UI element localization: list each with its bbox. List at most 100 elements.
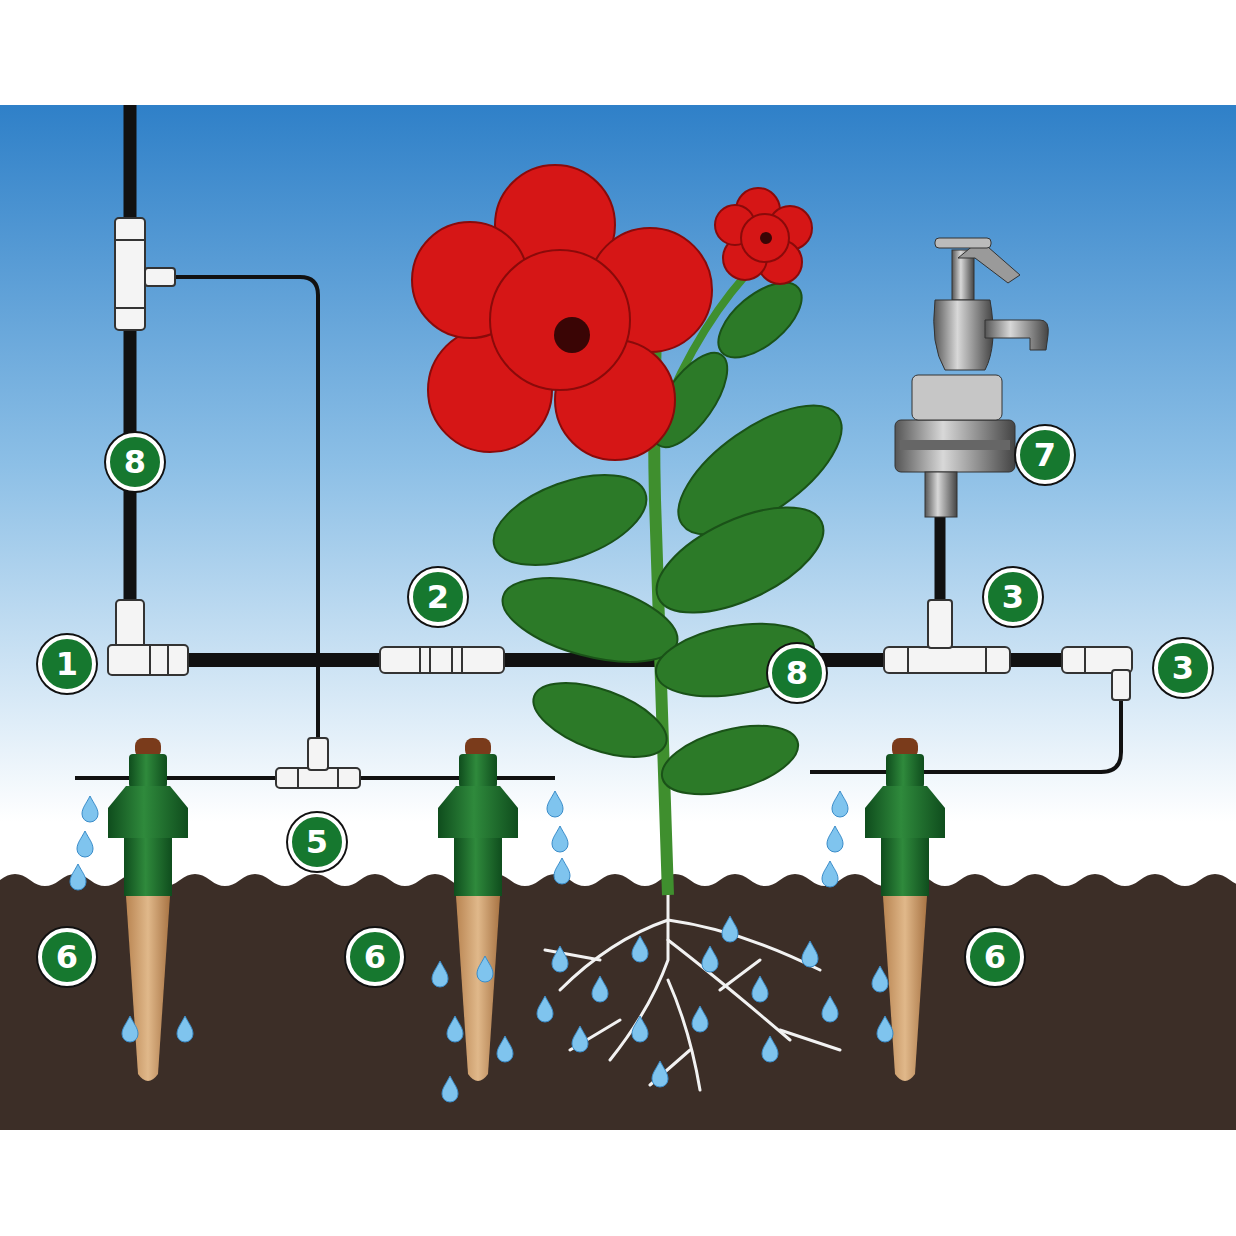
water-tap-part [912, 375, 1002, 420]
drippers-part [438, 738, 518, 1081]
pipe-fittings-part [461, 647, 463, 673]
dripper-water-drops-part [70, 864, 86, 890]
pipe-network-part [935, 515, 946, 605]
pipe-fittings-part [1112, 670, 1130, 700]
plant-part [554, 317, 590, 353]
dripper-water-drops-part [477, 956, 493, 982]
plant-roots-part [610, 890, 668, 1060]
dripper-water-drops-part [442, 1076, 458, 1102]
water-tap-part [925, 472, 957, 517]
dripper-water-drops-part [432, 961, 448, 987]
pipe-fittings-part [145, 268, 175, 286]
callout-number: 8 [106, 433, 164, 491]
pipe-fittings-part [884, 647, 1010, 673]
pipe-fittings-part [419, 647, 421, 673]
root-water-drops-part [572, 1026, 588, 1052]
callout-text: 3 [1172, 652, 1194, 684]
dripper-water-drops-part [547, 791, 563, 817]
callout-text: 8 [786, 657, 808, 689]
dripper-water-drops-part [554, 858, 570, 884]
plant-part-part [741, 214, 789, 262]
pipe-fittings-part [451, 647, 453, 673]
pipe-fittings [108, 218, 1132, 788]
pipe-fittings-part [337, 768, 339, 788]
plant-part-part [490, 250, 630, 390]
plant-part-part [524, 668, 676, 772]
plant-roots [545, 890, 840, 1090]
callout-number: 3 [1154, 639, 1212, 697]
root-water-drops-part [652, 1061, 668, 1087]
callout-number: 6 [346, 928, 404, 986]
plant-part [715, 188, 812, 284]
pipe-fittings-part [297, 768, 299, 788]
pipe-fittings-part [928, 600, 952, 648]
dripper-water-drops-part [822, 861, 838, 887]
soil [0, 874, 1236, 1130]
root-water-drops-part [592, 976, 608, 1002]
callout-text: 5 [306, 826, 328, 858]
pipe-fittings-part [115, 239, 145, 241]
pipe-fittings-part [149, 645, 151, 675]
callout-text: 8 [124, 446, 146, 478]
dripper-water-drops-part [877, 1016, 893, 1042]
pipe-network-part [810, 698, 1121, 772]
callout-number: 8 [768, 644, 826, 702]
callout-text: 2 [427, 581, 449, 613]
drippers [108, 738, 945, 1081]
dripper-water-drops-part [122, 1016, 138, 1042]
pipe-fittings-part [429, 647, 431, 673]
root-water-drops-part [752, 976, 768, 1002]
pipe-network-part [124, 105, 137, 225]
soil-part [0, 874, 1236, 1130]
water-tap-part [900, 440, 1010, 450]
plant-part [412, 165, 712, 460]
root-water-drops-part [632, 936, 648, 962]
plant-part [760, 232, 772, 244]
pipe-fittings-part [380, 647, 504, 673]
callout-number: 6 [966, 928, 1024, 986]
pipe-fittings-part [1084, 647, 1086, 673]
dripper-water-drops-part [832, 791, 848, 817]
dripper-water-drops-part [177, 1016, 193, 1042]
root-water-drops-part [822, 996, 838, 1022]
pipe-fittings-part [985, 647, 987, 673]
root-water-drops-part [552, 946, 568, 972]
root-water-drops-part [632, 1016, 648, 1042]
dripper-water-drops-part [552, 826, 568, 852]
pipe-fittings-part [167, 645, 169, 675]
callout-text: 3 [1002, 581, 1024, 613]
pipe-network-part [172, 277, 318, 745]
callout-text: 1 [56, 648, 78, 680]
plant-part-part [494, 562, 687, 678]
root-water-drops-part [537, 996, 553, 1022]
dripper-water-drops-part [827, 826, 843, 852]
pipe-fittings-part [907, 647, 909, 673]
root-water-drops-part [762, 1036, 778, 1062]
callout-text: 6 [56, 941, 78, 973]
root-water-drops [537, 916, 838, 1087]
callout-number: 7 [1016, 426, 1074, 484]
plant-part-part [642, 486, 839, 635]
pipe-fittings-part [115, 218, 145, 330]
root-water-drops-part [692, 1006, 708, 1032]
drippers-part [865, 738, 945, 1081]
pipe-fittings-part [115, 307, 145, 309]
water-tap-part [895, 420, 1015, 472]
plant-roots-part [668, 980, 700, 1090]
callout-text: 6 [984, 941, 1006, 973]
pipe-network-part [180, 653, 385, 667]
dripper-water-drops [70, 791, 893, 1102]
water-tap-part [935, 238, 991, 248]
dripper-water-drops-part [82, 796, 98, 822]
dripper-water-drops-part [447, 1016, 463, 1042]
root-water-drops-part [802, 941, 818, 967]
pipe-network-part [1008, 653, 1066, 667]
plant-roots-part [545, 950, 840, 1085]
drippers-part [108, 738, 188, 1081]
pipe-network [75, 105, 1121, 778]
pipe-fittings-part [108, 645, 188, 675]
dripper-water-drops-part [497, 1036, 513, 1062]
callout-number: 6 [38, 928, 96, 986]
callout-text: 6 [364, 941, 386, 973]
